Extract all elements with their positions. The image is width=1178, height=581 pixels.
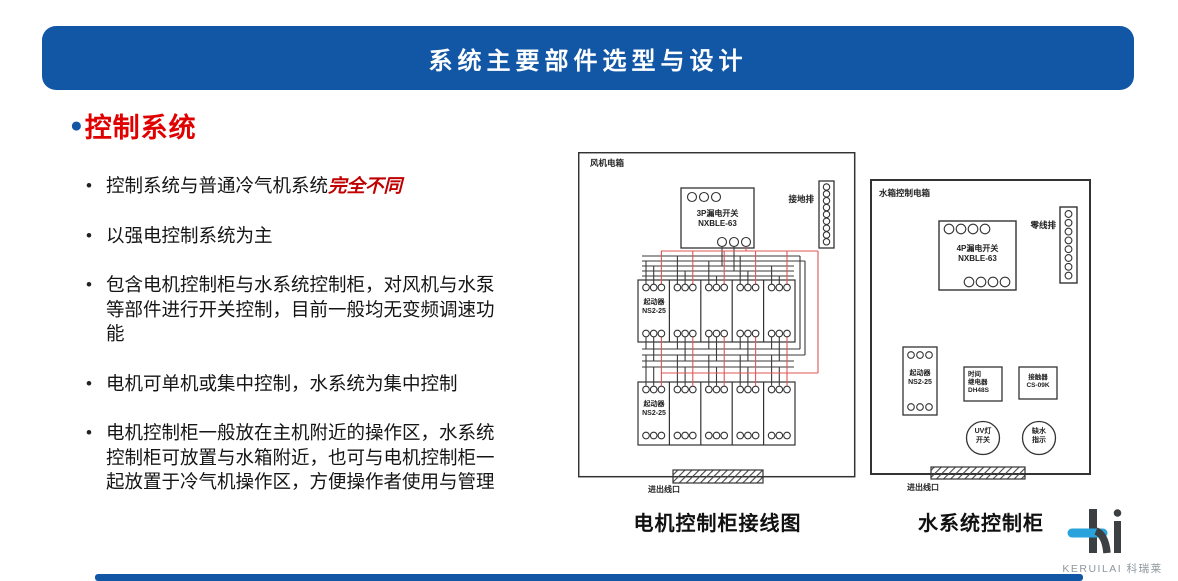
uv-switch-label: UV灯 开关	[966, 428, 1000, 446]
timer-label: 时间 继电器 DH48S	[968, 371, 1002, 395]
cable-entry-label: 进出线口	[907, 483, 939, 492]
section-heading: ● 控制系统	[70, 106, 197, 145]
starter-name: 起动器	[643, 401, 665, 408]
starter-label: 起动器 NS2-25	[903, 370, 937, 388]
neutral-bar-label: 零线排	[1030, 220, 1056, 230]
starter-label-upper: 起动器 NS2-25	[639, 299, 669, 317]
timer-line1: 时间	[968, 371, 981, 378]
timer-line2: 继电器	[968, 379, 988, 387]
black-wires	[642, 246, 806, 386]
cable-entry-strip	[930, 466, 1026, 480]
water-cabinet-diagram: 水箱控制电箱 4P漏电开关 NXBLE-63 零线排 起动器 NS2-25 时间…	[869, 178, 1093, 498]
cable-entry-strip	[672, 469, 764, 484]
contactor-box	[1018, 366, 1058, 400]
breaker-name: 4P漏电开关	[956, 244, 999, 253]
starter-model: NS2-25	[642, 307, 666, 315]
breaker-model: NXBLE-63	[698, 219, 737, 228]
bullet-item-2: • 以强电控制系统为主	[84, 224, 504, 249]
water-line2: 指示	[1032, 436, 1046, 444]
water-cabinet-graphic	[870, 179, 1091, 480]
footer-accent-bar	[95, 574, 1083, 581]
water-line1: 缺水	[1032, 428, 1046, 435]
motor-cabinet-wiring-graphic	[578, 152, 856, 484]
keruilai-logo-text: KERUILAI 科瑞莱	[1062, 563, 1163, 575]
bullet-text: 以强电控制系统为主	[106, 224, 273, 246]
bullet-text: 控制系统与普通冷气机系统	[106, 175, 329, 196]
bullet-text: 电机控制柜一般放在主机附近的操作区，水系统控制柜可放置与水箱附近，也可与电机控制…	[106, 422, 495, 492]
bullet-marker-icon: •	[86, 176, 92, 195]
motor-diagram-caption: 电机控制柜接线图	[633, 513, 802, 535]
bullet-marker-icon: •	[86, 225, 92, 245]
water-indicator-label: 缺水 指示	[1022, 428, 1056, 446]
bullet-list: • 控制系统与普通冷气机系统完全不同 • 以强电控制系统为主 • 包含电机控制柜与水系…	[84, 174, 514, 520]
terminals	[907, 210, 1073, 411]
slide-title-banner: 系统主要部件选型与设计	[42, 26, 1134, 90]
bullet-marker-icon: •	[86, 373, 92, 393]
timer-model: DH48S	[968, 387, 989, 395]
bullet-highlight: 完全不同	[328, 175, 403, 196]
bullet-text: 包含电机控制柜与水系统控制柜，对风机与水泵等部件进行开关控制，目前一般均无变频调…	[106, 274, 495, 344]
breaker-name: 3P漏电开关	[696, 209, 739, 218]
uv-line2: 开关	[976, 436, 990, 444]
timer-box	[963, 366, 1003, 402]
contactor-name: 接触器	[1028, 374, 1048, 381]
bullet-text: 电机可单机或集中控制，水系统为集中控制	[106, 372, 458, 394]
section-title: 控制系统	[84, 113, 197, 143]
section-bullet-icon: ●	[70, 114, 83, 137]
starter-label-lower: 起动器 NS2-25	[639, 401, 669, 419]
slide-title: 系统主要部件选型与设计	[428, 48, 748, 75]
breaker-label: 4P漏电开关 NXBLE-63	[939, 244, 1016, 264]
bullet-marker-icon: •	[86, 423, 92, 442]
starter-name: 起动器	[909, 370, 931, 377]
uv-switch-circle	[965, 420, 1001, 456]
motor-cabinet-diagram: 风机电箱 3P漏电开关 NXBLE-63 接地排 起动器 NS2-25 起动器 …	[578, 152, 857, 497]
bullet-item-3: • 包含电机控制柜与水系统控制柜，对风机与水泵等部件进行开关控制，目前一般均无变频…	[84, 273, 504, 347]
water-diagram-caption: 水系统控制柜	[918, 513, 1044, 535]
ground-bar-label: 接地排	[788, 194, 814, 204]
uv-line1: UV灯	[974, 428, 992, 435]
contactor-label: 接触器 CS-09K	[1019, 374, 1057, 390]
starter-model: NS2-25	[642, 409, 666, 417]
bullet-item-4: • 电机可单机或集中控制，水系统为集中控制	[84, 372, 504, 397]
bullet-item-5: • 电机控制柜一般放在主机附近的操作区，水系统控制柜可放置与水箱附近，也可与电机控…	[84, 421, 504, 495]
cable-entry-label: 进出线口	[648, 485, 680, 494]
breaker-label: 3P漏电开关 NXBLE-63	[681, 209, 754, 229]
terminals	[642, 183, 831, 440]
starter-model: NS2-25	[908, 378, 932, 386]
bullet-item-1: • 控制系统与普通冷气机系统完全不同	[84, 174, 504, 199]
contactor-model: CS-09K	[1026, 382, 1050, 390]
bullet-marker-icon: •	[86, 275, 92, 294]
enclosure-label: 风机电箱	[590, 158, 625, 168]
breaker-model: NXBLE-63	[958, 254, 997, 263]
red-wires	[660, 246, 819, 386]
water-indicator-circle	[1021, 420, 1057, 456]
enclosure-label: 水箱控制电箱	[879, 188, 931, 198]
starter-name: 起动器	[643, 299, 665, 306]
keruilai-logo-icon	[1067, 509, 1122, 554]
neutral-bar	[1059, 206, 1078, 284]
